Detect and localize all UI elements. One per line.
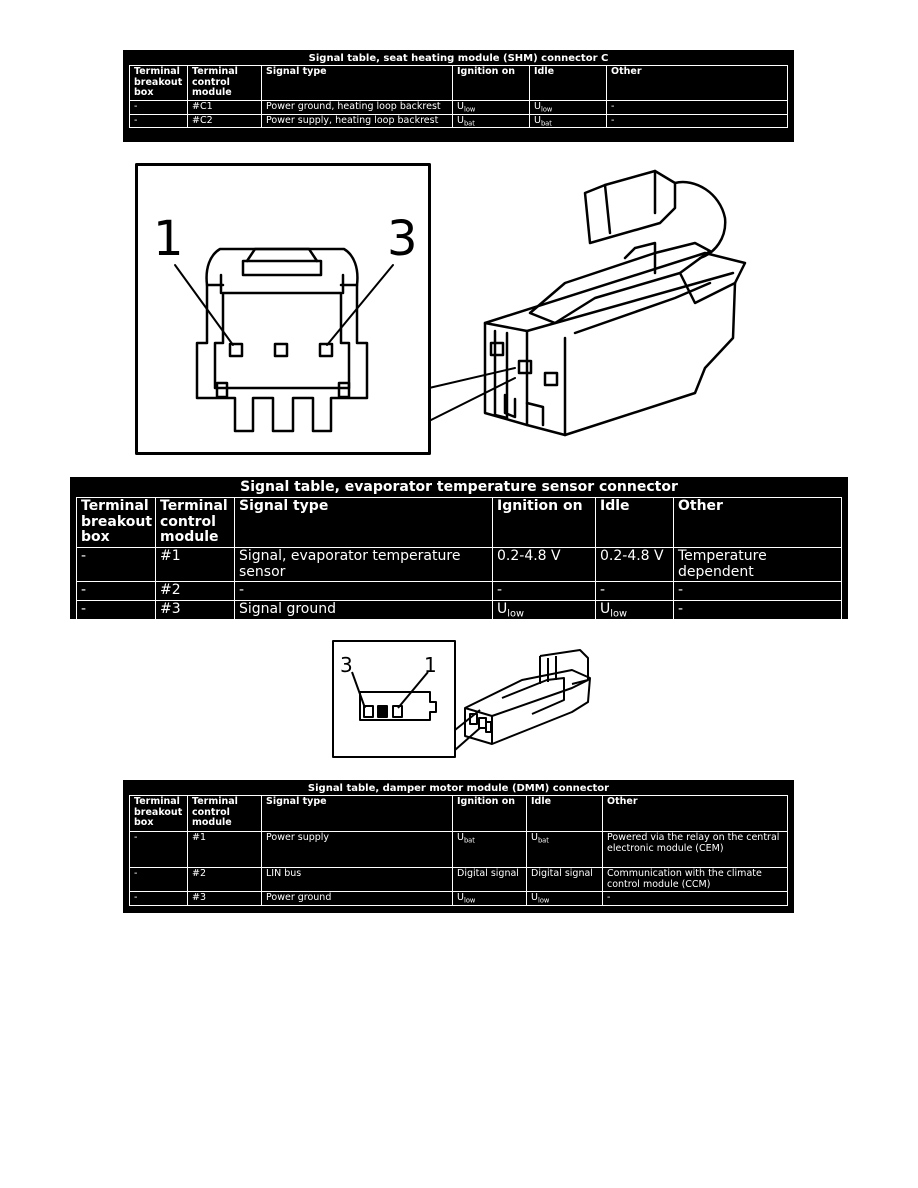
col-header-control-module: Terminal control module — [187, 795, 262, 832]
col-header-other: Other — [602, 795, 788, 832]
col-header-ignition-on: Ignition on — [452, 795, 527, 832]
table-row: - #2 - - - - — [76, 581, 842, 602]
cell-breakout-box: - — [129, 113, 188, 129]
cell-other: Communication with the climate control m… — [602, 866, 788, 893]
cell-signal-type: Signal ground — [234, 600, 493, 620]
cell-idle: Ulow — [526, 891, 603, 906]
col-header-breakout-box: Terminal breakout box — [129, 795, 188, 832]
cell-idle: Digital signal — [526, 866, 603, 893]
table-row: - #1 Power supply Ubat Ubat Powered via … — [129, 831, 788, 868]
cell-signal-type: Power ground, heating loop backrest — [261, 100, 453, 115]
signal-table-evaporator-temperature-sensor: Signal table, evaporator temperature sen… — [70, 477, 848, 620]
connector-diagram-3-pin-small: 3 1 — [332, 640, 591, 758]
cell-breakout-box: - — [76, 547, 156, 583]
pin-label-left: 1 — [153, 211, 184, 267]
cell-other: - — [602, 891, 788, 906]
signal-table: Terminal breakout box Terminal control m… — [129, 65, 788, 129]
cell-signal-type: Power supply, heating loop backrest — [261, 113, 453, 129]
signal-table-shm-connector-c: Signal table, seat heating module (SHM) … — [123, 50, 794, 142]
cell-control-module: #C1 — [187, 100, 262, 115]
table-row: - #3 Power ground Ulow Ulow - — [129, 891, 788, 906]
cell-ignition-on: Ulow — [492, 600, 596, 620]
table-title: Signal table, damper motor module (DMM) … — [307, 783, 610, 794]
table-row: - #3 Signal ground Ulow Ulow - — [76, 600, 842, 620]
cell-breakout-box: - — [129, 891, 188, 906]
cell-control-module: #3 — [187, 891, 262, 906]
cell-breakout-box: - — [129, 866, 188, 893]
col-header-ignition-on: Ignition on — [452, 65, 530, 101]
cell-ignition-on: Ubat — [452, 831, 527, 868]
col-header-control-module: Terminal control module — [187, 65, 262, 101]
cell-other: - — [606, 100, 788, 115]
cell-signal-type: - — [234, 581, 493, 602]
pin-label-left: 3 — [340, 653, 353, 677]
cell-idle: - — [595, 581, 674, 602]
pin-label-right: 1 — [424, 653, 437, 677]
col-header-ignition-on: Ignition on — [492, 496, 596, 549]
cell-control-module: #C2 — [187, 113, 262, 129]
col-header-other: Other — [606, 65, 788, 101]
table-title: Signal table, evaporator temperature sen… — [240, 479, 678, 495]
table-row: - #1 Signal, evaporator temperature sens… — [76, 547, 842, 583]
cell-ignition-on: Ulow — [452, 891, 527, 906]
table-row: - #C2 Power supply, heating loop backres… — [129, 113, 788, 129]
table-row: - #C1 Power ground, heating loop backres… — [129, 100, 788, 115]
cell-ignition-on: Ulow — [452, 100, 530, 115]
cell-idle: Ulow — [529, 100, 607, 115]
cell-breakout-box: - — [76, 600, 156, 620]
cell-control-module: #2 — [187, 866, 262, 893]
col-header-signal-type: Signal type — [261, 795, 453, 832]
cell-other: - — [606, 113, 788, 129]
cell-ignition-on: Ubat — [452, 113, 530, 129]
cell-control-module: #1 — [187, 831, 262, 868]
col-header-idle: Idle — [529, 65, 607, 101]
cell-idle: 0.2-4.8 V — [595, 547, 674, 583]
col-header-signal-type: Signal type — [234, 496, 493, 549]
header-row: Terminal breakout box Terminal control m… — [76, 496, 842, 549]
cell-control-module: #1 — [155, 547, 235, 583]
cell-ignition-on: Digital signal — [452, 866, 527, 893]
pin-label-right: 3 — [387, 211, 418, 267]
cell-signal-type: Signal, evaporator temperature sensor — [234, 547, 493, 583]
cell-other: Powered via the relay on the central ele… — [602, 831, 788, 868]
cell-control-module: #2 — [155, 581, 235, 602]
cell-idle: Ulow — [595, 600, 674, 620]
cell-idle: Ubat — [529, 113, 607, 129]
signal-table-damper-motor-module: Signal table, damper motor module (DMM) … — [123, 780, 794, 913]
cell-signal-type: Power ground — [261, 891, 453, 906]
cell-other: - — [673, 600, 842, 620]
cell-other: - — [673, 581, 842, 602]
col-header-breakout-box: Terminal breakout box — [76, 496, 156, 549]
cell-signal-type: LIN bus — [261, 866, 453, 893]
table-title: Signal table, seat heating module (SHM) … — [308, 53, 609, 64]
header-row: Terminal breakout box Terminal control m… — [129, 65, 788, 101]
cell-ignition-on: - — [492, 581, 596, 602]
cell-ignition-on: 0.2-4.8 V — [492, 547, 596, 583]
cell-breakout-box: - — [76, 581, 156, 602]
col-header-control-module: Terminal control module — [155, 496, 235, 549]
cell-other: Temperature dependent — [673, 547, 842, 583]
col-header-other: Other — [673, 496, 842, 549]
table-row: - #2 LIN bus Digital signal Digital sign… — [129, 866, 788, 893]
connector-diagram-3-pin: 1 3 — [135, 163, 747, 455]
signal-table: Terminal breakout box Terminal control m… — [76, 496, 842, 620]
cell-breakout-box: - — [129, 831, 188, 868]
cell-signal-type: Power supply — [261, 831, 453, 868]
col-header-signal-type: Signal type — [261, 65, 453, 101]
cell-breakout-box: - — [129, 100, 188, 115]
signal-table: Terminal breakout box Terminal control m… — [129, 795, 788, 906]
col-header-breakout-box: Terminal breakout box — [129, 65, 188, 101]
cell-idle: Ubat — [526, 831, 603, 868]
header-row: Terminal breakout box Terminal control m… — [129, 795, 788, 832]
col-header-idle: Idle — [595, 496, 674, 549]
cell-control-module: #3 — [155, 600, 235, 620]
col-header-idle: Idle — [526, 795, 603, 832]
